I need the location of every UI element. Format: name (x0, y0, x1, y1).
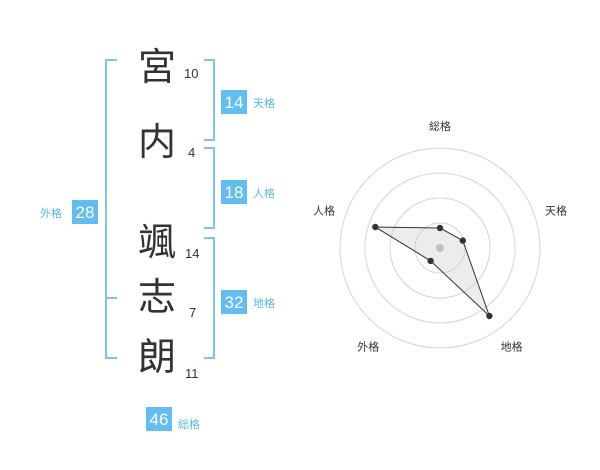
radar-point-2 (459, 237, 466, 244)
jinkaku-badge: 18 人格 (221, 180, 275, 204)
given-char-2: 志 (138, 275, 176, 319)
radar-axis-label-3: 地格 (501, 340, 523, 354)
tenkaku-badge-box (221, 90, 247, 114)
radar-ring-4 (339, 147, 541, 349)
radar-ring-3 (364, 172, 516, 324)
soukaku-label: 総格 (178, 417, 200, 431)
gaikaku-badge-box (72, 200, 98, 224)
radar-axis-label-2: 天格 (545, 203, 567, 217)
soukaku-badge: 46 総格 (146, 407, 200, 431)
jinkaku-bracket (204, 147, 215, 229)
given-strokes-3: 11 (185, 366, 199, 381)
soukaku-badge-box (146, 407, 172, 431)
gaikaku-badge: 外格 28 (40, 200, 98, 224)
soukaku-value: 46 (150, 410, 169, 429)
chikaku-badge: 32 地格 (221, 290, 275, 314)
jinkaku-label: 人格 (253, 186, 275, 200)
chikaku-value: 32 (225, 293, 244, 312)
tenkaku-label: 天格 (253, 96, 275, 110)
chikaku-label: 地格 (253, 296, 275, 310)
tenkaku-value: 14 (225, 93, 244, 112)
gaikaku-bracket (105, 59, 117, 359)
given-char-3: 朗 (138, 335, 176, 379)
tenkaku-bracket (204, 59, 215, 141)
jinkaku-badge-box (221, 180, 247, 204)
radar-polygon (373, 226, 490, 317)
given-strokes-1: 14 (185, 246, 199, 261)
radar-point-4 (427, 257, 434, 265)
surname-char-1: 宮 (138, 45, 176, 89)
jinkaku-value: 18 (225, 183, 244, 202)
radar-point-1 (436, 224, 444, 232)
radar-axis-label-5: 人格 (313, 203, 335, 217)
radar-axis-label-1: 総格 (429, 119, 451, 133)
surname-strokes-1: 10 (184, 66, 198, 81)
surname-char-2: 内 (138, 120, 176, 164)
radar-point-3 (486, 312, 493, 320)
gaikaku-value: 28 (76, 203, 95, 222)
tenkaku-badge: 14 天格 (221, 90, 275, 114)
kakusu-brackets (105, 59, 215, 359)
gaikaku-label: 外格 (40, 206, 62, 220)
chikaku-badge-box (221, 290, 247, 314)
radar-center (436, 244, 444, 252)
given-char-1: 颯 (138, 220, 176, 264)
radar-ring-2 (389, 197, 491, 299)
name-column: 宮 10 内 4 颯 14 志 7 朗 11 (138, 45, 199, 381)
chikaku-bracket (204, 237, 215, 359)
radar-axis-label-4: 外格 (357, 340, 379, 354)
radar-point-5 (372, 223, 379, 231)
given-strokes-2: 7 (189, 305, 196, 320)
surname-strokes-2: 4 (188, 145, 195, 160)
